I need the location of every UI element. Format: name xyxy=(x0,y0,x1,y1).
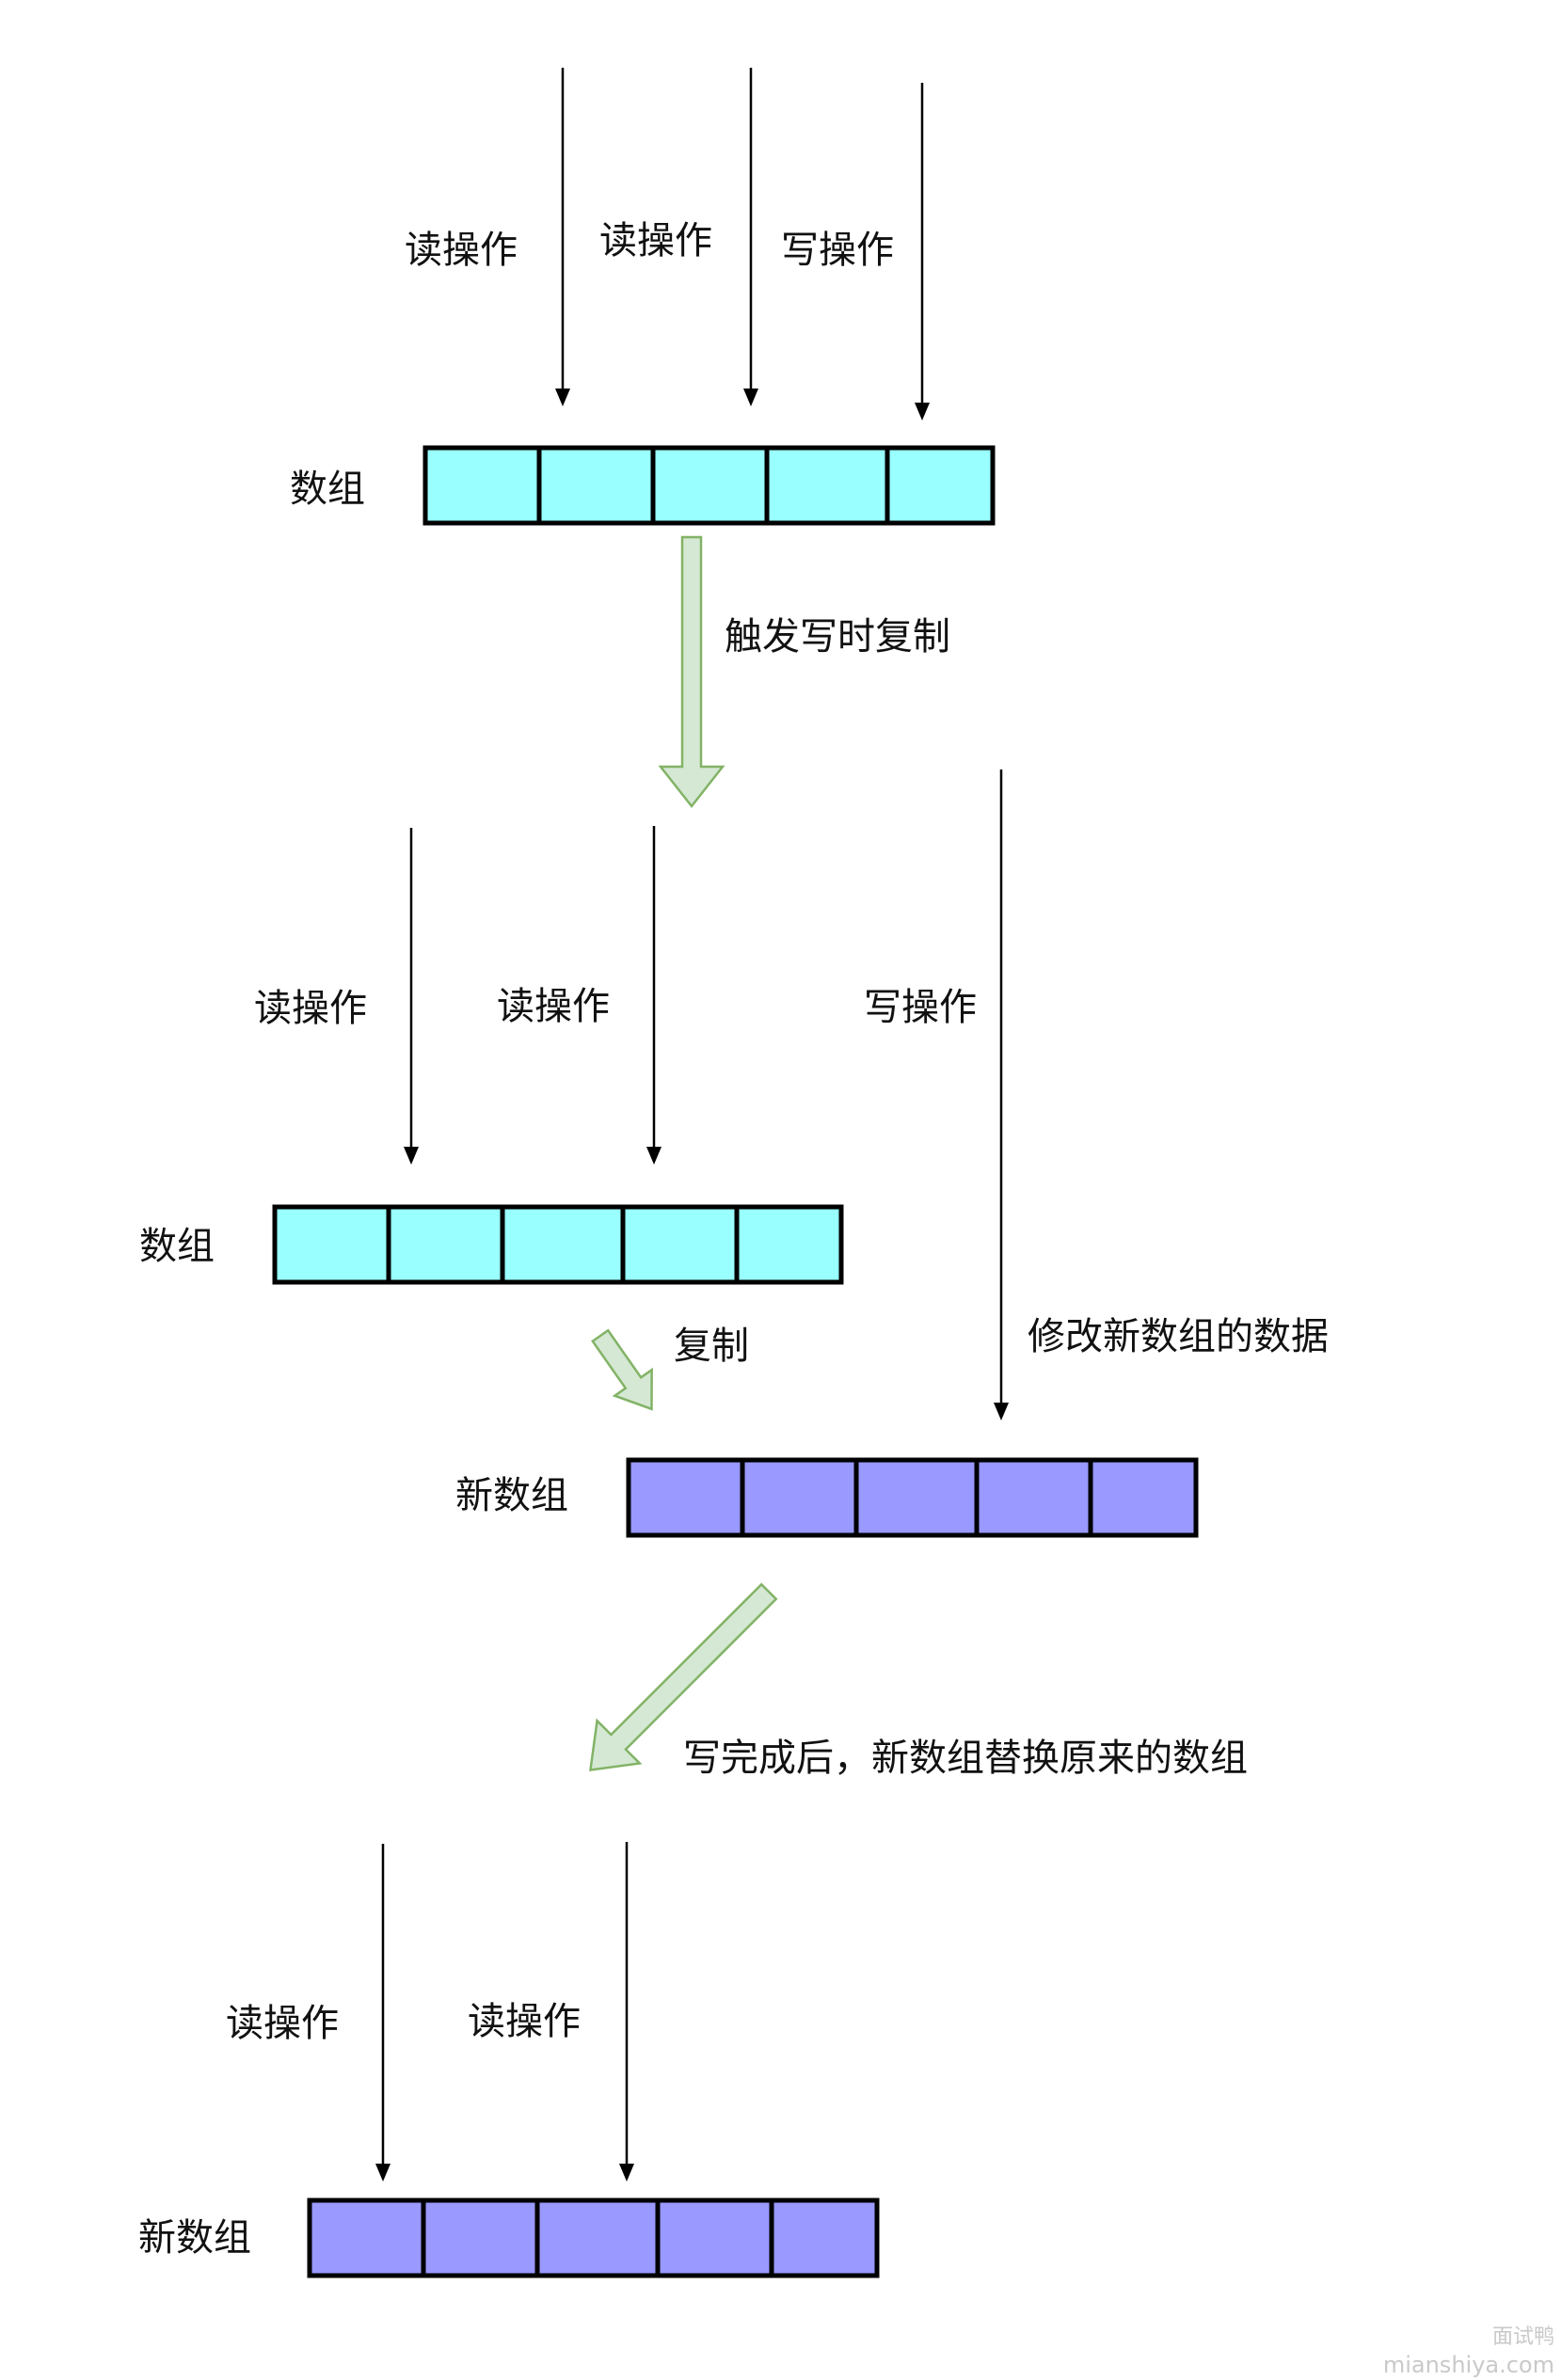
stage3-array-cell xyxy=(534,2198,661,2278)
new-array-cell xyxy=(1088,1457,1199,1538)
stage2-array-cell xyxy=(620,1204,740,1285)
stage3-read-arrow-2 xyxy=(619,1842,634,2182)
stage2-read-arrow-1 xyxy=(404,828,419,1165)
modify-label: 修改新数组的数据 xyxy=(1028,1315,1329,1358)
stage1-read-arrow-1 xyxy=(555,68,570,406)
watermark-brand: 面试鸭 xyxy=(1492,2325,1554,2349)
stage1-array-cell xyxy=(536,445,656,526)
watermark-domain: mianshiya.com xyxy=(1383,2352,1554,2378)
stage2-array-cell xyxy=(272,1204,391,1285)
stage2-read-op-label-2: 读操作 xyxy=(497,985,610,1028)
stage3-array-cell xyxy=(769,2198,880,2278)
stage2-read-op-label-1: 读操作 xyxy=(254,987,367,1030)
replace-label: 写完成后，新数组替换原来的数组 xyxy=(683,1737,1248,1780)
new-array-cell xyxy=(740,1457,859,1538)
stage1: 读操作 读操作 写操作 数组 xyxy=(290,68,996,526)
stage1-write-op-label: 写操作 xyxy=(781,229,894,272)
stage1-array-cell xyxy=(650,445,770,526)
stage2: 读操作 读操作 写操作 数组 复制 修改新数组的数据 新数组 xyxy=(139,770,1329,1538)
new-array-cell xyxy=(974,1457,1093,1538)
stage3-read-arrow-1 xyxy=(375,1844,390,2182)
stage2-array-cell xyxy=(386,1204,505,1285)
stage3-array-label: 新数组 xyxy=(138,2216,251,2260)
stage1-array xyxy=(422,445,996,526)
new-array xyxy=(626,1457,1199,1538)
stage1-array-label: 数组 xyxy=(290,468,365,511)
new-array-label: 新数组 xyxy=(455,1474,568,1517)
stage3-array-cell xyxy=(307,2198,426,2278)
stage1-read-op-label-2: 读操作 xyxy=(599,219,712,262)
stage1-array-cell xyxy=(764,445,890,526)
stage1-write-arrow xyxy=(915,83,930,420)
stage2-array-label: 数组 xyxy=(139,1225,215,1268)
stage2-array-cell xyxy=(500,1204,626,1285)
new-array-cell xyxy=(853,1457,980,1538)
stage2-array xyxy=(272,1204,844,1285)
stage1-read-op-label-1: 读操作 xyxy=(405,229,518,272)
stage2-write-op-label: 写操作 xyxy=(864,986,977,1029)
stage3-read-op-label-1: 读操作 xyxy=(226,2002,339,2045)
stage3: 读操作 读操作 新数组 xyxy=(138,1842,880,2278)
stage3-array xyxy=(307,2198,880,2278)
stage1-read-arrow-2 xyxy=(743,68,758,406)
stage3-read-op-label-2: 读操作 xyxy=(468,2000,581,2043)
stage2-write-arrow xyxy=(994,770,1009,1420)
stage1-array-cell xyxy=(422,445,542,526)
stage1-array-cell xyxy=(885,445,996,526)
trigger-label: 触发写时复制 xyxy=(725,615,950,658)
new-array-cell xyxy=(626,1457,745,1538)
stage2-read-arrow-2 xyxy=(646,826,661,1165)
trigger-arrow xyxy=(658,535,725,809)
stage3-array-cell xyxy=(655,2198,774,2278)
replace-arrow xyxy=(589,1582,778,1771)
stage2-array-cell xyxy=(734,1204,844,1285)
copy-arrow xyxy=(591,1328,653,1411)
copy-label: 复制 xyxy=(674,1325,749,1368)
stage3-array-cell xyxy=(421,2198,540,2278)
